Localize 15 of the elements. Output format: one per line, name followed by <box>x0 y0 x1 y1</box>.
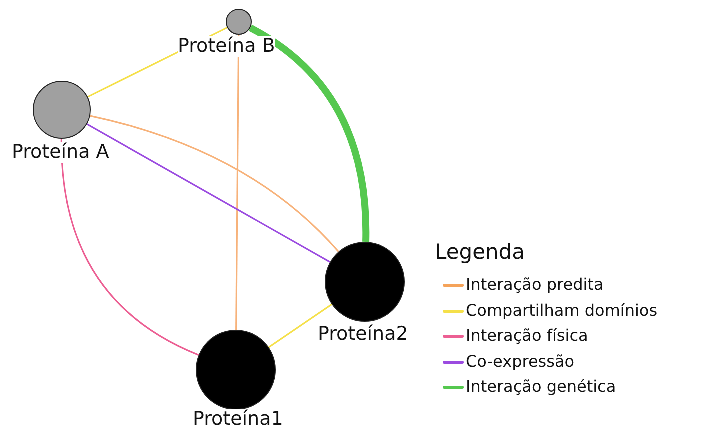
protein-node <box>226 9 252 35</box>
node-label: Proteína B <box>178 36 276 57</box>
interaction-line <box>86 124 331 263</box>
interaction-line <box>60 138 200 356</box>
legend-label: Interação física <box>466 326 588 345</box>
node-label: Proteína A <box>12 142 110 163</box>
interaction-line <box>90 115 340 252</box>
legend-title: Legenda <box>435 240 526 264</box>
legend-label: Interação genética <box>466 377 616 396</box>
legend-label: Compartilham domínios <box>466 300 658 320</box>
interaction-line <box>268 304 332 348</box>
legend-label: Interação predita <box>466 275 604 294</box>
interaction-line <box>236 35 240 330</box>
interaction-line <box>248 24 370 242</box>
legend-label: Co-expressão <box>466 352 575 370</box>
